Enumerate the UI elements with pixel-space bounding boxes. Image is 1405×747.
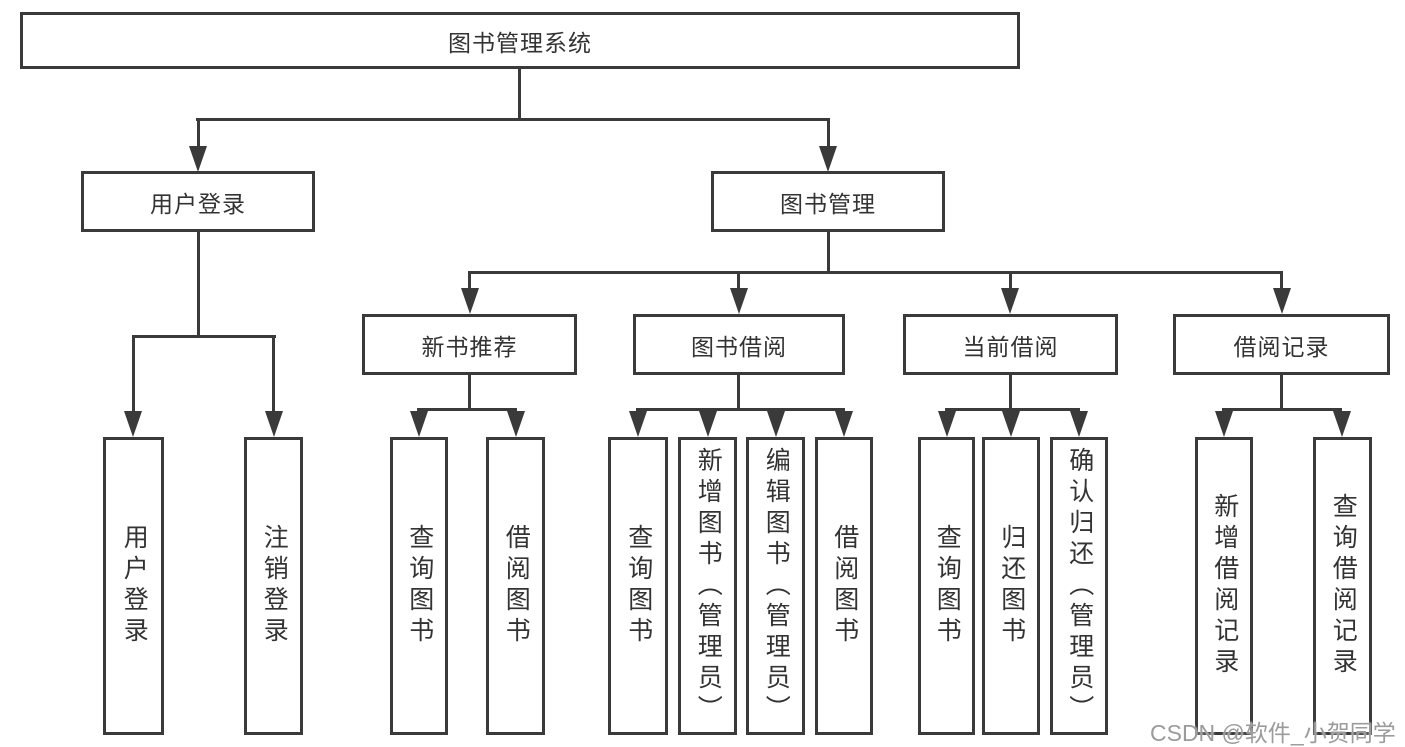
arrowhead-down-icon (124, 411, 142, 437)
arrowhead-down-icon (1001, 288, 1019, 314)
leaf-query-books-2-label: 查询图书 (624, 524, 653, 648)
arrowhead-down-icon (507, 411, 525, 437)
leaf-borrow-books-1-label: 借阅图书 (502, 524, 531, 648)
node-current-borrow-label: 当前借阅 (962, 333, 1059, 360)
leaf-add-borrow-record: 新增借阅记录 (1195, 437, 1253, 735)
leaf-add-books-admin-label: 新增图书（管理员） (694, 446, 723, 726)
node-borrow-records: 借阅记录 (1173, 314, 1390, 375)
connector-stem (197, 118, 200, 149)
leaf-borrow-books-1: 借阅图书 (486, 437, 545, 735)
connector-stem (827, 118, 830, 149)
arrowhead-down-icon (189, 146, 207, 172)
arrowhead-down-icon (767, 411, 785, 437)
node-new-book-recommend: 新书推荐 (362, 314, 577, 375)
connector-rail-user-login (132, 335, 276, 338)
leaf-logout: 注销登录 (244, 437, 303, 735)
connector-rail-level2 (196, 118, 830, 121)
arrowhead-down-icon (1002, 411, 1020, 437)
leaf-borrow-books-2-label: 借阅图书 (830, 524, 859, 648)
node-user-login-label: 用户登录 (150, 190, 246, 217)
leaf-add-books-admin: 新增图书（管理员） (678, 437, 737, 735)
node-current-borrow: 当前借阅 (903, 314, 1118, 375)
arrowhead-down-icon (461, 288, 479, 314)
node-book-borrow-label: 图书借阅 (691, 333, 787, 360)
watermark: CSDN @软件_小贺同学 (1150, 720, 1396, 746)
connector-stem (468, 375, 471, 411)
connector-stem (132, 335, 135, 414)
node-root: 图书管理系统 (20, 12, 1020, 69)
arrowhead-down-icon (699, 411, 717, 437)
connector-stem (197, 232, 200, 338)
connector-rail-borrow-records (1222, 408, 1342, 411)
arrowhead-down-icon (1333, 411, 1351, 437)
arrowhead-down-icon (410, 411, 428, 437)
leaf-confirm-return-admin: 确认归还（管理员） (1050, 437, 1108, 735)
node-new-book-recommend-label: 新书推荐 (421, 333, 518, 360)
arrowhead-down-icon (629, 411, 647, 437)
connector-stem (1280, 271, 1283, 291)
leaf-query-books-2: 查询图书 (608, 437, 668, 735)
node-book-borrow: 图书借阅 (633, 314, 845, 375)
connector-stem (827, 232, 830, 274)
connector-root-stem (518, 69, 521, 118)
connector-rail-current-borrow (945, 408, 1080, 411)
node-borrow-records-label: 借阅记录 (1233, 333, 1330, 360)
arrowhead-down-icon (938, 411, 956, 437)
connector-stem (1009, 375, 1012, 411)
node-user-login: 用户登录 (81, 171, 315, 232)
arrowhead-down-icon (1273, 288, 1291, 314)
connector-stem (1009, 271, 1012, 291)
connector-rail-level3 (468, 271, 1283, 274)
arrowhead-down-icon (1070, 411, 1088, 437)
arrowhead-down-icon (1215, 411, 1233, 437)
connector-stem (1280, 375, 1283, 411)
leaf-return-books-label: 归还图书 (997, 524, 1026, 648)
leaf-edit-books-admin-label: 编辑图书（管理员） (762, 446, 791, 726)
leaf-query-borrow-record-label: 查询借阅记录 (1329, 493, 1358, 679)
leaf-user-login: 用户登录 (103, 437, 164, 735)
arrowhead-down-icon (730, 288, 748, 314)
node-book-management: 图书管理 (711, 171, 945, 232)
connector-stem (272, 335, 275, 414)
leaf-query-borrow-record: 查询借阅记录 (1313, 437, 1372, 735)
node-root-label: 图书管理系统 (448, 29, 592, 56)
connector-stem (737, 271, 740, 291)
node-book-management-label: 图书管理 (780, 190, 876, 217)
connector-rail-book-borrow (636, 408, 845, 411)
connector-stem (468, 271, 471, 291)
leaf-query-books-1: 查询图书 (390, 437, 448, 735)
leaf-add-borrow-record-label: 新增借阅记录 (1210, 493, 1239, 679)
connector-rail-new-book (417, 408, 517, 411)
leaf-edit-books-admin: 编辑图书（管理员） (746, 437, 805, 735)
leaf-user-login-label: 用户登录 (120, 524, 149, 648)
connector-stem (737, 375, 740, 411)
leaf-query-books-1-label: 查询图书 (405, 524, 434, 648)
leaf-query-books-3-label: 查询图书 (933, 524, 962, 648)
arrowhead-down-icon (819, 146, 837, 172)
leaf-borrow-books-2: 借阅图书 (815, 437, 873, 735)
arrowhead-down-icon (265, 411, 283, 437)
arrowhead-down-icon (835, 411, 853, 437)
leaf-logout-label: 注销登录 (260, 524, 289, 648)
leaf-confirm-return-admin-label: 确认归还（管理员） (1065, 446, 1094, 726)
leaf-query-books-3: 查询图书 (918, 437, 975, 735)
leaf-return-books: 归还图书 (982, 437, 1040, 735)
